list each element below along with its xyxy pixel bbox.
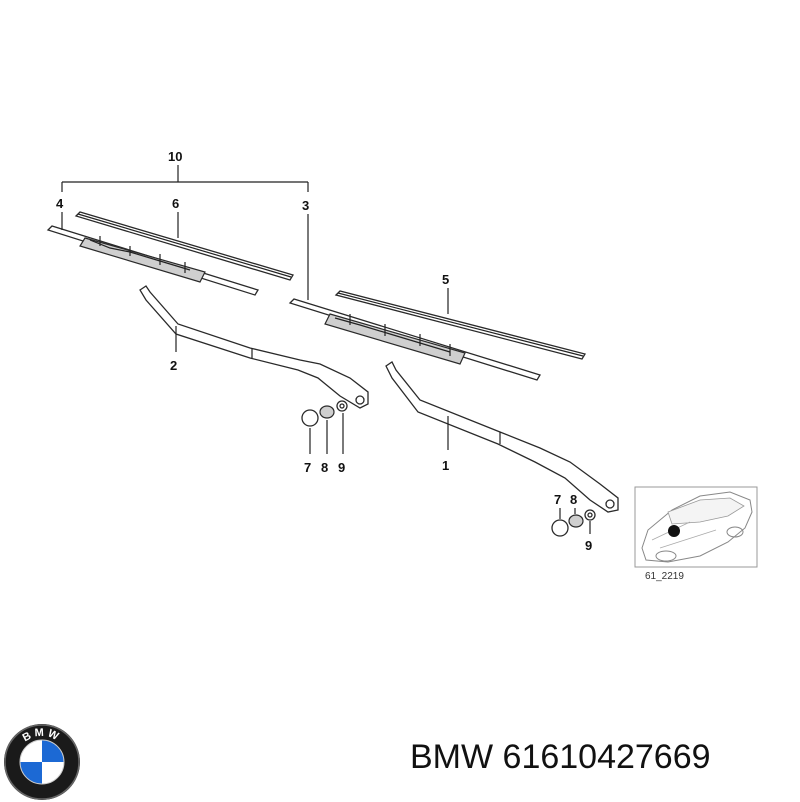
wiper-arm-1 [385, 361, 619, 513]
callout-8b: 8 [570, 492, 577, 507]
wiper-refill-6 [74, 211, 294, 281]
callout-9a: 9 [338, 460, 345, 475]
callout-1: 1 [442, 458, 449, 473]
callout-3: 3 [302, 198, 309, 213]
svg-text:BMW: BMW [21, 727, 64, 745]
wiper-blade-3 [288, 298, 541, 381]
callout-10: 10 [168, 149, 182, 164]
wiper-blade-4 [46, 225, 259, 296]
wiper-arm-2 [139, 285, 369, 409]
callout-2: 2 [170, 358, 177, 373]
callout-5: 5 [442, 272, 449, 287]
product-title: BMW 61610427669 [410, 738, 711, 776]
car-location-inset [634, 486, 758, 568]
callout-4: 4 [56, 196, 64, 211]
inset-diagram-code: 61_2219 [645, 571, 684, 582]
fastener-set-left [301, 400, 348, 427]
car-location-icon [641, 491, 753, 563]
callout-7b: 7 [554, 492, 561, 507]
bmw-roundel-icon: BMW [4, 724, 80, 800]
wiper-refill-5 [334, 290, 587, 360]
callout-7a: 7 [304, 460, 311, 475]
callout-6: 6 [172, 196, 179, 211]
assembly-bracket-10 [61, 165, 309, 192]
callout-8a: 8 [321, 460, 328, 475]
callout-9b: 9 [585, 538, 592, 553]
fastener-set-right [551, 509, 596, 537]
